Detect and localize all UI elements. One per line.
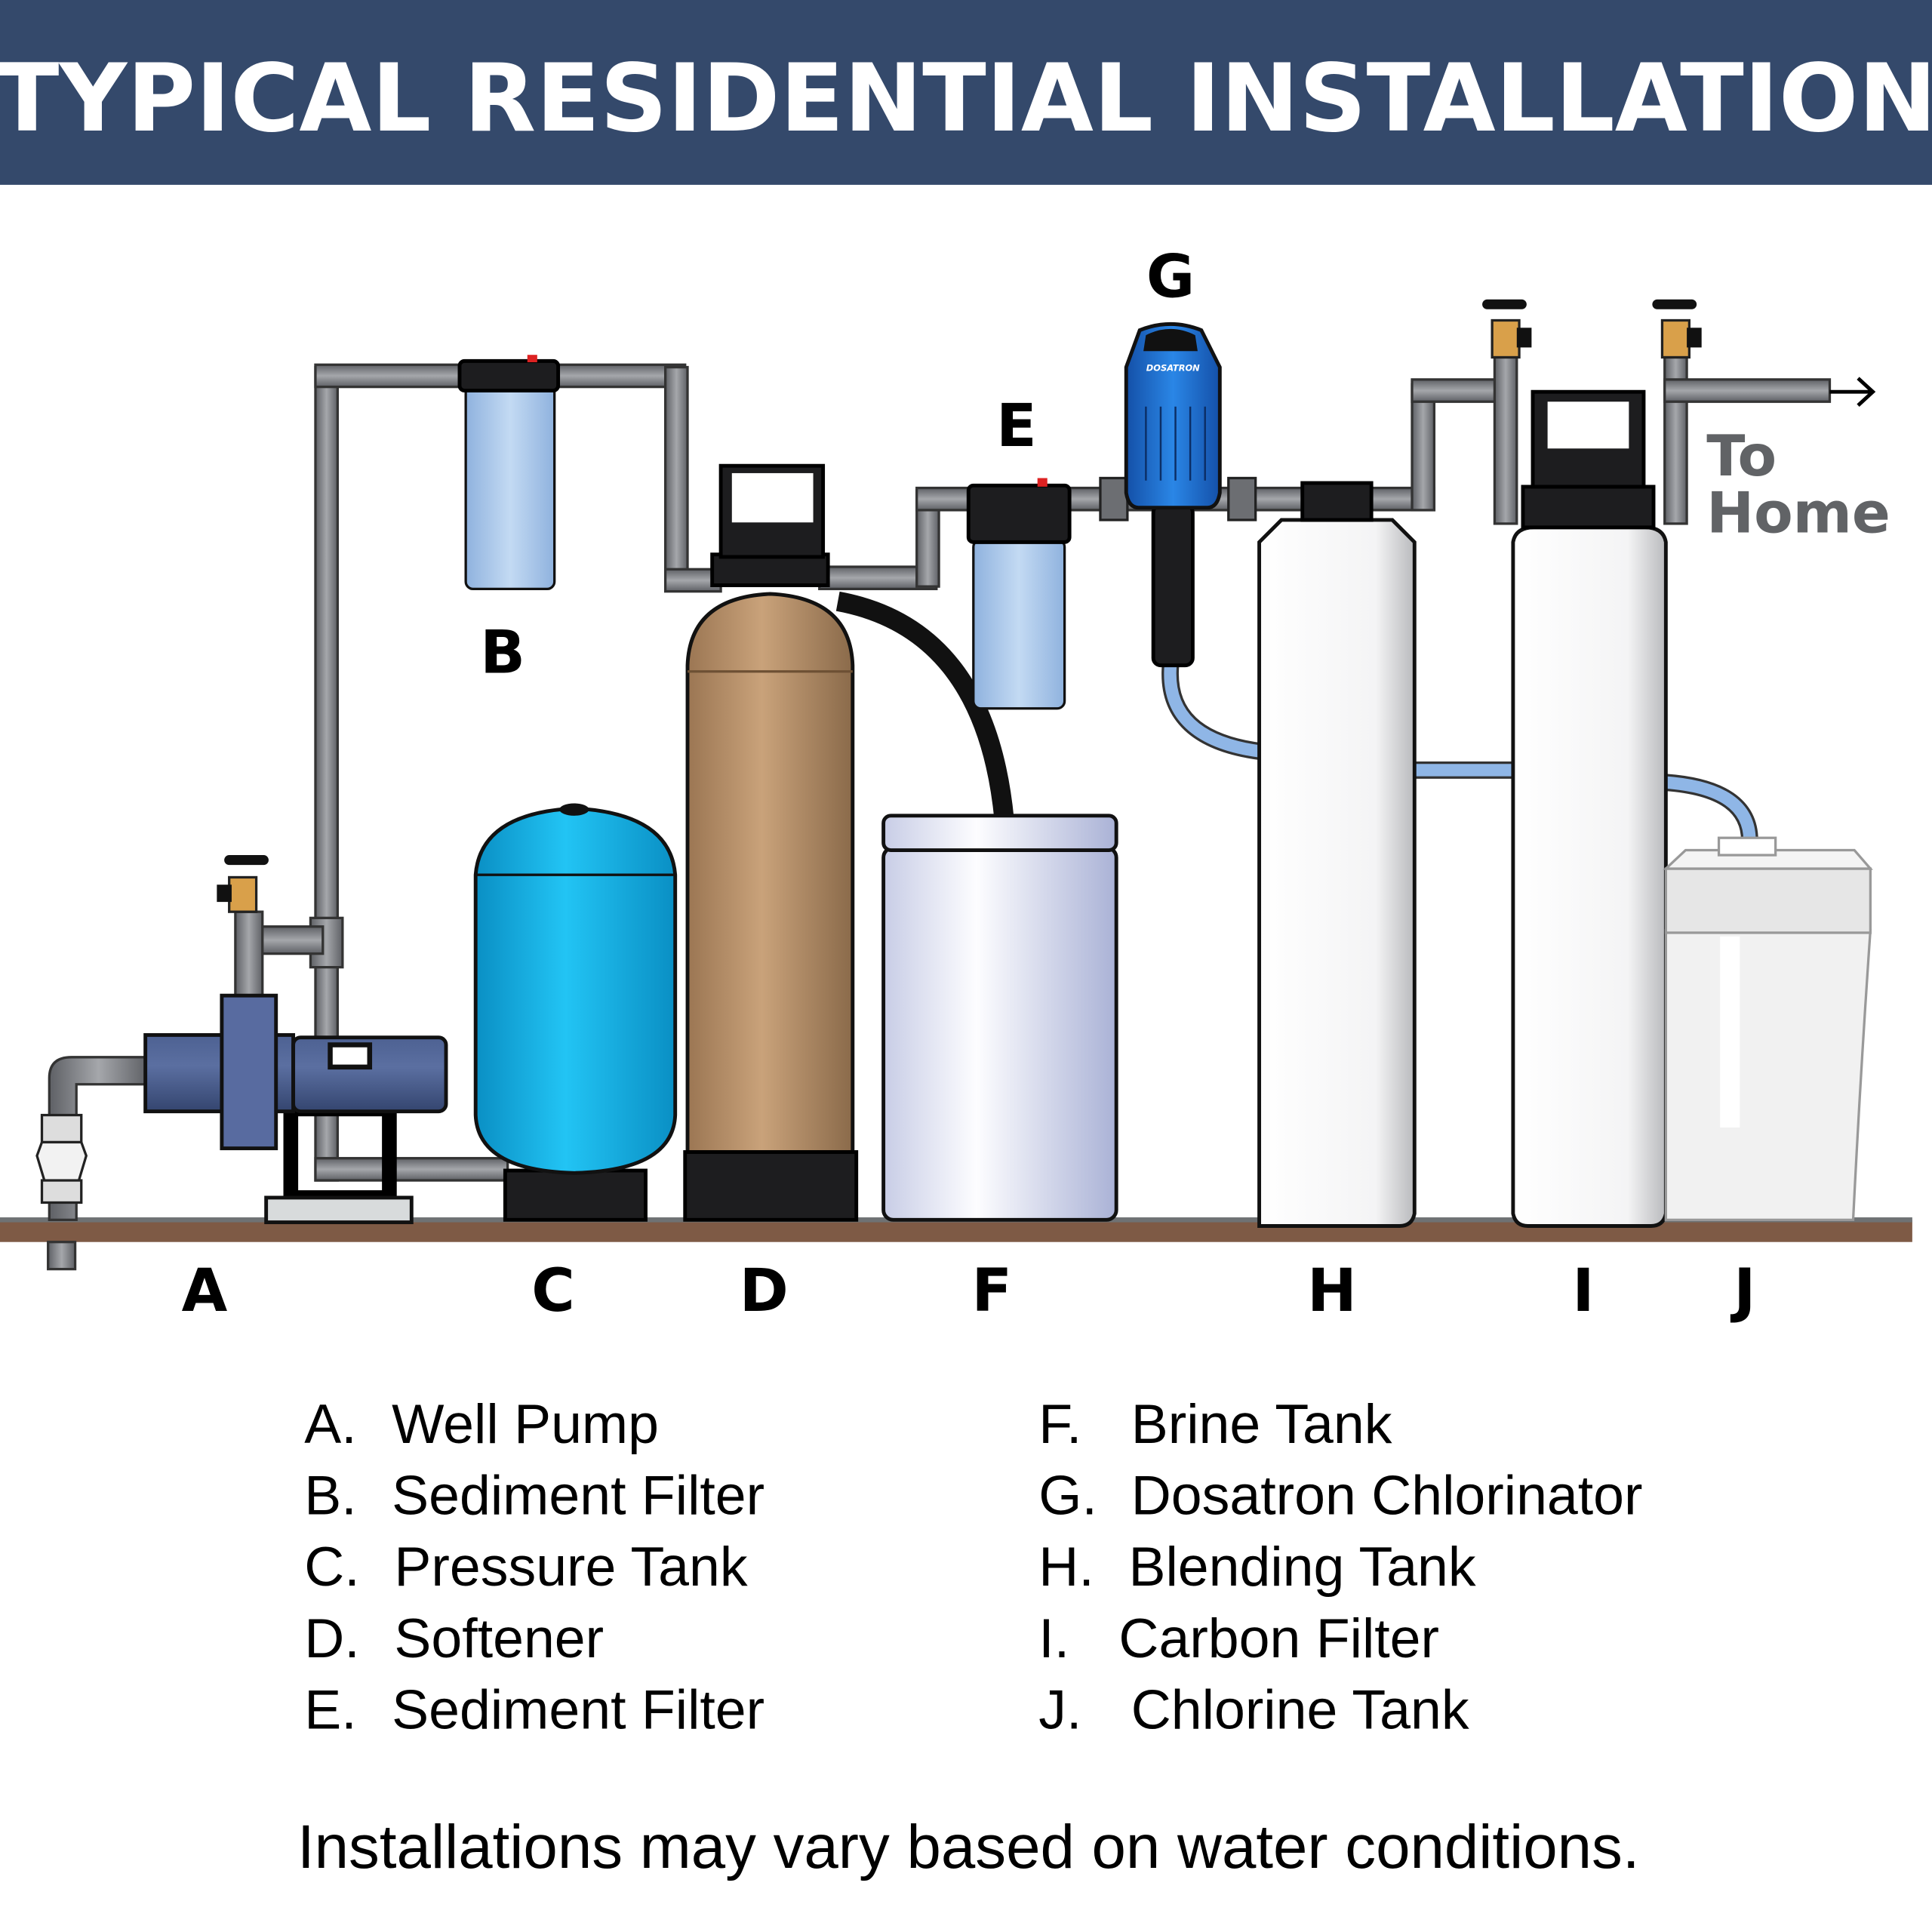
legend-letter: B. — [304, 1464, 356, 1527]
dosatron-chlorinator: DOSATRON — [1124, 321, 1222, 668]
arrow-to-home-icon — [1829, 377, 1876, 407]
footer-note: Installations may vary based on water co… — [297, 1813, 1640, 1881]
sediment-filter-e — [966, 478, 1072, 710]
legend-name: Chlorine Tank — [1131, 1678, 1469, 1741]
legend-letter: H. — [1038, 1535, 1094, 1598]
brine-line — [835, 591, 1014, 820]
page-title: TYPICAL RESIDENTIAL INSTALLATION — [0, 45, 1932, 153]
legend-letter: A. — [304, 1392, 356, 1455]
legend-name: Well Pump — [392, 1392, 659, 1455]
softener — [683, 463, 1014, 1222]
label-b: B — [480, 618, 525, 687]
label-g: G — [1146, 242, 1195, 311]
legend-name: Blending Tank — [1129, 1535, 1476, 1598]
check-valve — [35, 1113, 88, 1204]
legend-name: Carbon Filter — [1118, 1607, 1439, 1669]
to-home-label-line2: Home — [1706, 479, 1890, 546]
legend-name: Sediment Filter — [392, 1464, 764, 1527]
label-h: H — [1307, 1257, 1357, 1325]
faucet-icon — [217, 855, 269, 913]
legend-letter: E. — [304, 1678, 356, 1741]
legend-letter: I. — [1038, 1607, 1069, 1669]
legend-name: Dosatron Chlorinator — [1131, 1464, 1643, 1527]
carbon-filter — [1511, 389, 1668, 1228]
legend-letter: D. — [304, 1607, 359, 1669]
legend: A. Well Pump B. Sediment Filter C. Press… — [304, 1392, 1642, 1741]
chlorine-tank — [1663, 836, 1873, 1221]
legend-name: Pressure Tank — [394, 1535, 747, 1598]
legend-name: Sediment Filter — [392, 1678, 764, 1741]
label-i: I — [1572, 1257, 1594, 1325]
legend-letter: F. — [1038, 1392, 1081, 1455]
legend-letter: J. — [1038, 1678, 1081, 1741]
label-j: J — [1730, 1257, 1755, 1325]
to-home-label-line1: To — [1706, 423, 1777, 489]
sediment-filter-b — [457, 355, 561, 591]
legend-name: Brine Tank — [1131, 1392, 1392, 1455]
faucet-icon — [1652, 299, 1702, 359]
well-pump — [143, 993, 448, 1225]
label-e: E — [996, 392, 1037, 460]
blending-tank — [1257, 481, 1417, 1228]
legend-letter: G. — [1038, 1464, 1097, 1527]
label-d: D — [740, 1257, 789, 1325]
label-f: F — [972, 1257, 1013, 1325]
legend-letter: C. — [304, 1535, 359, 1598]
header-banner — [0, 0, 1932, 185]
label-a: A — [182, 1257, 228, 1325]
pressure-tank — [473, 803, 678, 1222]
dosatron-logo: DOSATRON — [1146, 362, 1200, 373]
faucet-icon — [1482, 299, 1532, 359]
brine-tank — [881, 814, 1118, 1222]
label-c: C — [531, 1257, 575, 1325]
legend-name: Softener — [394, 1607, 604, 1669]
